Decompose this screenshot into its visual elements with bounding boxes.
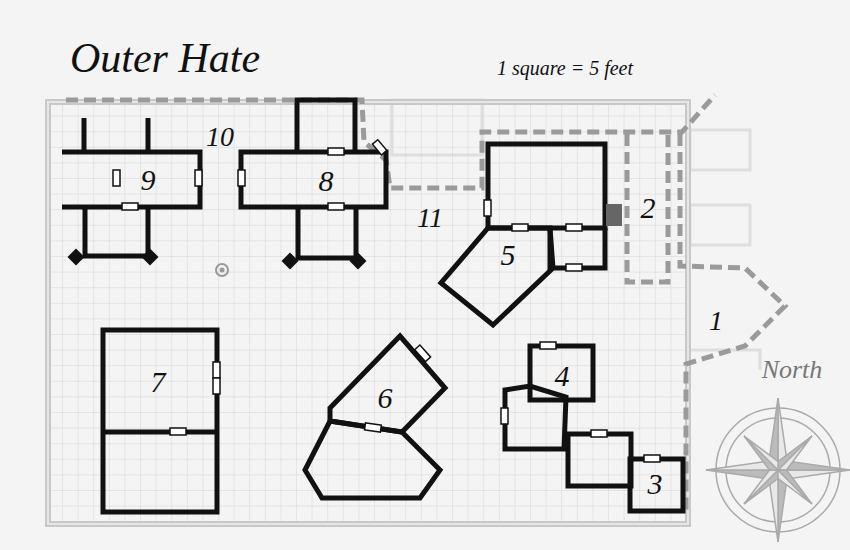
building-label: 9	[141, 163, 156, 197]
building-label: 3	[648, 467, 663, 501]
building-number: 6	[374, 379, 397, 417]
area-number: 1	[709, 305, 723, 337]
scale-note: 1 square = 5 feet	[497, 57, 633, 80]
building-number: 3	[644, 465, 667, 503]
area-number: 10	[206, 121, 234, 153]
building-number: 4	[551, 357, 574, 395]
area-number: 11	[417, 202, 443, 234]
building-number: 9	[137, 161, 160, 199]
compass-label: North	[762, 355, 823, 385]
building-label: 5	[501, 238, 516, 272]
building-label: 4	[555, 359, 570, 393]
map-title: Outer Hate	[70, 34, 260, 82]
building-number: 5	[497, 236, 520, 274]
building-label: 6	[378, 381, 393, 415]
building-label: 8	[319, 164, 334, 198]
building-number: 7	[147, 363, 170, 401]
building-number: 8	[315, 162, 338, 200]
building-label: 7	[151, 365, 166, 399]
area-number: 2	[641, 191, 656, 225]
